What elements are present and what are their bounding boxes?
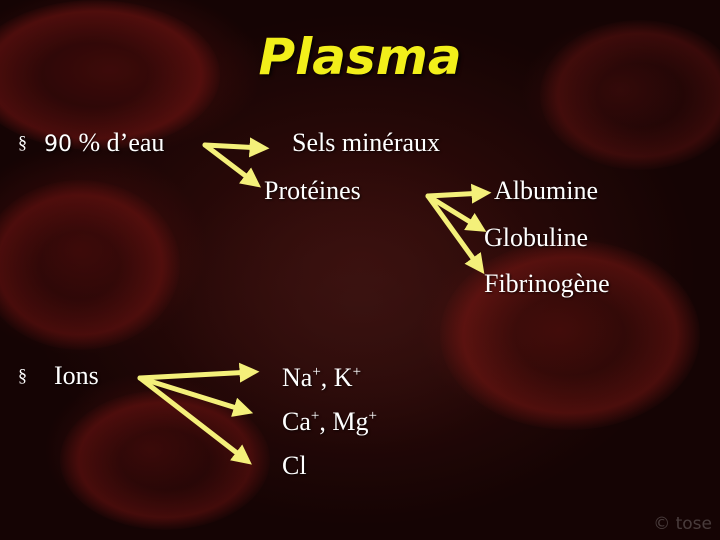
arrow-ions-na-k xyxy=(137,362,260,383)
albumine-label: Albumine xyxy=(494,176,598,205)
arrow-proteines-fibrinogene xyxy=(425,193,485,275)
ion-symbol: Cl xyxy=(282,451,307,480)
ion-ca-mg: Ca+, Mg+ xyxy=(282,409,377,435)
arrow-eau-proteines xyxy=(202,142,261,188)
ion-separator: , xyxy=(320,363,334,392)
arrow-eau-sels xyxy=(202,137,270,158)
globuline-label: Globuline xyxy=(484,223,588,252)
ion-charge: + xyxy=(368,408,377,424)
ion-charge: + xyxy=(312,364,321,380)
ion-charge: + xyxy=(352,364,362,380)
ion-cl: Cl xyxy=(282,453,307,479)
bullet-eau-number: 90 xyxy=(44,132,72,157)
bullet-ions: Ions xyxy=(54,361,99,390)
proteines-label: Protéines xyxy=(264,176,361,205)
ion-charge: + xyxy=(310,408,320,424)
ion-symbol: Na xyxy=(282,363,313,392)
arrow-proteines-albumine xyxy=(425,183,492,204)
ion-na-k: Na+, K+ xyxy=(282,365,361,391)
bullet-marker: § xyxy=(18,365,27,385)
red-blood-cell xyxy=(0,0,220,150)
ion-separator: , xyxy=(319,407,333,436)
sels-mineraux-label: Sels minéraux xyxy=(292,128,441,157)
bullet-marker: § xyxy=(18,132,27,152)
red-blood-cell xyxy=(0,180,180,350)
fibrinogene-label: Fibrinogène xyxy=(484,269,610,298)
arrow-ions-cl xyxy=(137,375,252,465)
ion-symbol: K xyxy=(333,363,353,392)
ion-symbol: Ca xyxy=(282,407,311,436)
slide-title: Plasma xyxy=(258,28,462,86)
watermark: © tose xyxy=(653,514,712,534)
arrow-ions-ca-mg xyxy=(137,375,254,417)
red-blood-cell xyxy=(540,20,720,170)
ion-symbol: Mg xyxy=(332,407,369,436)
arrow-proteines-globuline xyxy=(425,193,487,232)
bullet-eau-text: % d’eau xyxy=(72,128,165,157)
bullet-eau: 90 % d’eau xyxy=(44,130,164,156)
